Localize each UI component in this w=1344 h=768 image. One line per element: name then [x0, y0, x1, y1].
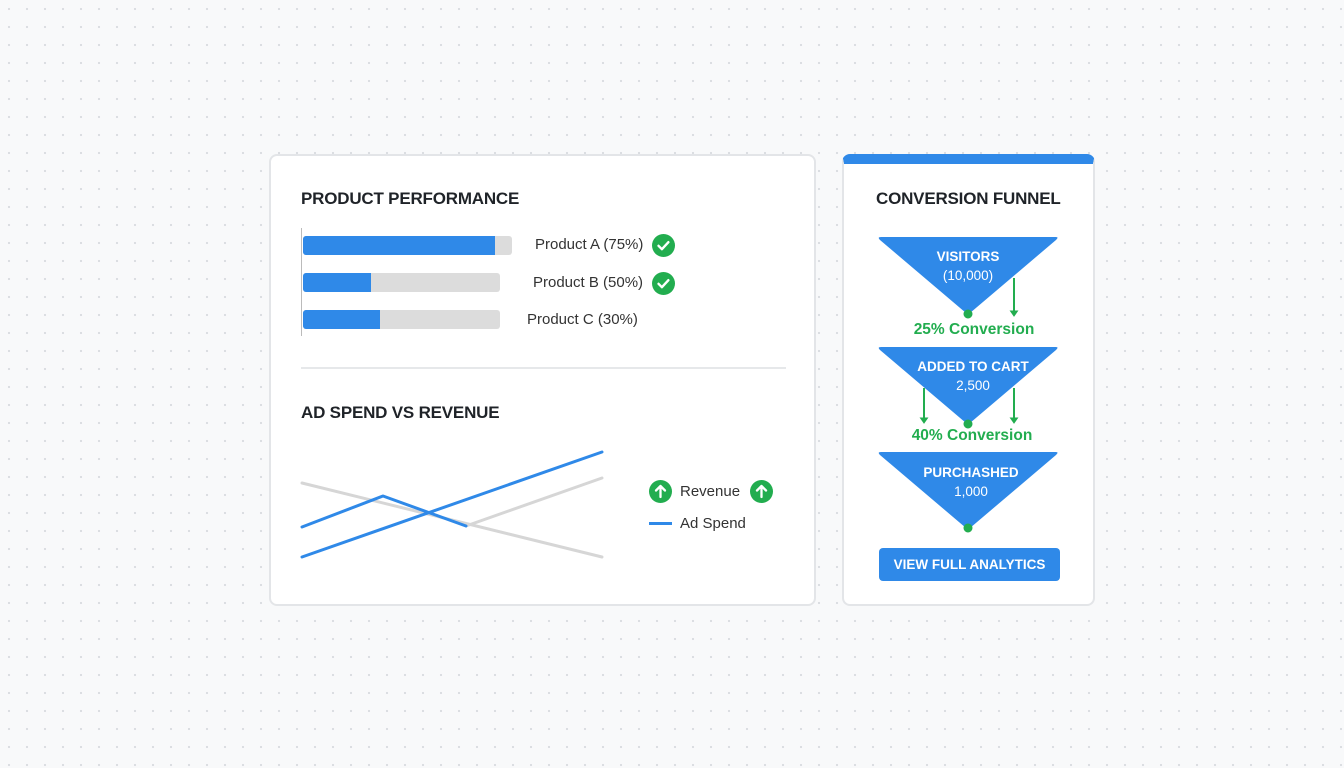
ad-spend-title: AD SPEND VS REVENUE: [301, 403, 500, 422]
funnel-dot: [963, 419, 973, 429]
product-b-label: Product B (50%): [533, 274, 644, 291]
product-b-bar: [303, 273, 500, 292]
funnel-dot: [963, 309, 973, 319]
funnel-stage-purchased: [878, 452, 1058, 529]
grey-line-rising: [464, 476, 604, 528]
arrow-up-icon: [750, 480, 773, 503]
product-performance-title: PRODUCT PERFORMANCE: [301, 189, 520, 208]
funnel-title: CONVERSION FUNNEL: [876, 189, 1061, 208]
product-c-label: Product C (30%): [527, 311, 638, 328]
product-a-fill: [303, 236, 496, 255]
funnel-dot: [963, 523, 973, 533]
conversion-rate-1: 25% Conversion: [913, 321, 1035, 338]
funnel-stage-visitors: [878, 237, 1058, 314]
product-a-label: Product A (75%): [535, 236, 644, 253]
product-c-fill: [303, 310, 380, 329]
funnel-stage-cart: [878, 347, 1058, 424]
product-a-bar: [303, 236, 512, 255]
analytics-card: [269, 154, 816, 606]
arrow-up-icon: [649, 480, 672, 503]
product-b-fill: [303, 273, 371, 292]
conversion-rate-2: 40% Conversion: [911, 427, 1033, 444]
stage-visitors-text: VISITORS(10,000): [936, 249, 1000, 283]
bar-axis: [301, 228, 302, 336]
legend-ad-spend-swatch: [649, 522, 672, 525]
legend-revenue: Revenue: [680, 483, 741, 500]
revenue-line: [300, 450, 604, 559]
view-full-analytics-button[interactable]: VIEW FULL ANALYTICS: [879, 548, 1060, 581]
product-c-bar: [303, 310, 500, 329]
legend-ad-spend: Ad Spend: [680, 515, 746, 532]
divider: [301, 367, 786, 369]
ad-spend-line: [300, 494, 468, 529]
check-icon: [652, 272, 675, 295]
check-icon: [652, 234, 675, 257]
